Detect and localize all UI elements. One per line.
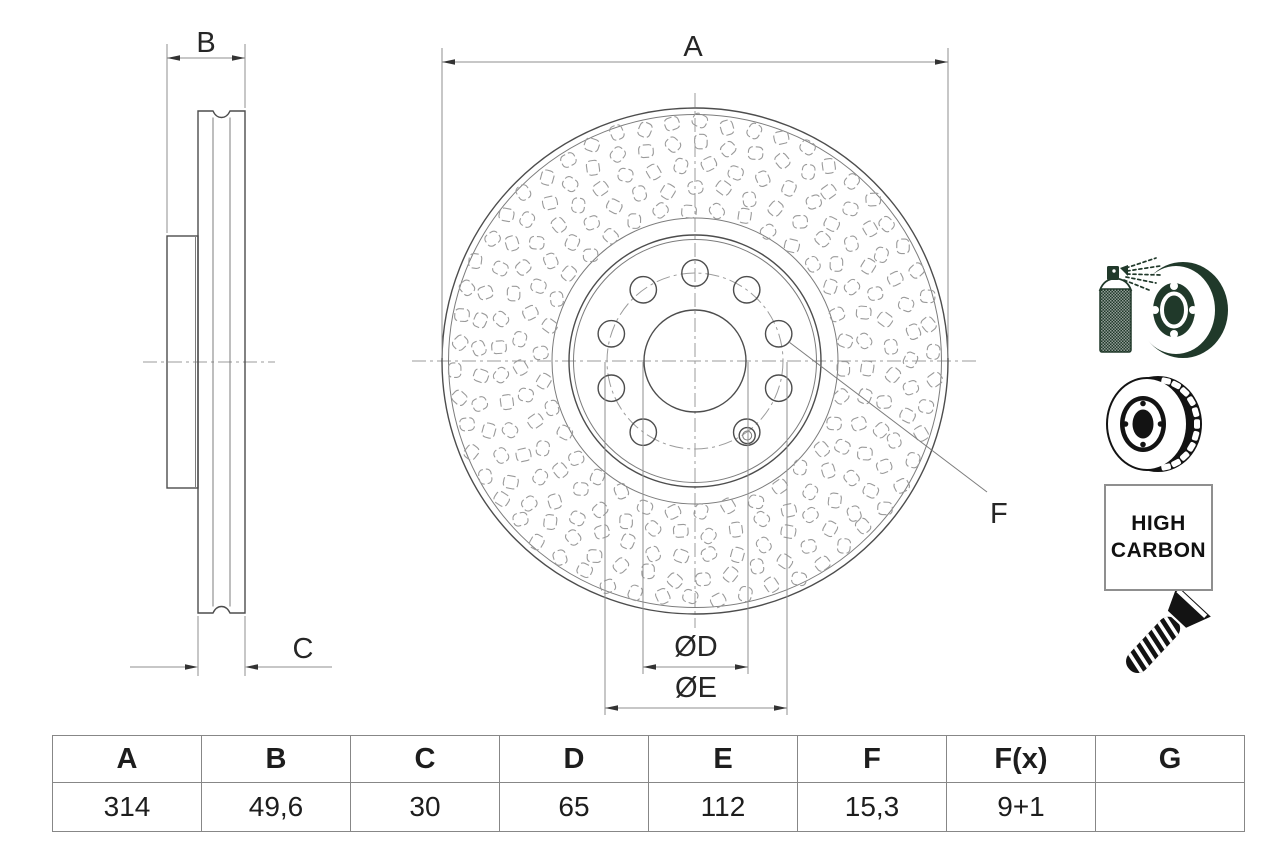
hub-bore: [1132, 409, 1154, 439]
table-header-cell: B: [201, 735, 351, 783]
table-header-cell: F(x): [946, 735, 1096, 783]
hat-inner-circle: [573, 239, 817, 483]
high-carbon-line1: HIGH: [1131, 512, 1186, 536]
dimension-b: B: [166, 27, 246, 233]
dimension-oe: ØE: [604, 362, 788, 715]
dimple-pattern: [447, 112, 944, 609]
side-view: [143, 110, 275, 614]
table-header-cell: F: [797, 735, 947, 783]
high-carbon-line2: CARBON: [1110, 538, 1207, 562]
coated-disc-hub: [1153, 283, 1195, 337]
label-f: F: [990, 498, 1008, 530]
center-bore-circle: [643, 309, 747, 413]
screw-threads: [1126, 613, 1181, 677]
spray-can-coated-disc-icon: [1098, 257, 1228, 358]
table-header-cell: G: [1095, 735, 1245, 783]
table-value-cell: 112: [648, 782, 798, 832]
label-b: B: [196, 27, 215, 59]
table-header-cell: A: [52, 735, 202, 783]
hub-profile: [166, 235, 199, 489]
table-value-cell: 9+1: [946, 782, 1096, 832]
hat-circle: [568, 234, 822, 488]
friction-ring-profile: [197, 110, 246, 614]
table-value-cell: 15,3: [797, 782, 947, 832]
table-header-cell: E: [648, 735, 798, 783]
dimension-a: A: [441, 31, 949, 358]
table-value-cell: 65: [499, 782, 649, 832]
friction-inner-circle: [551, 217, 839, 505]
table-value-cell: 314: [52, 782, 202, 832]
vented-brake-disc-icon: [1106, 376, 1202, 472]
can-nozzle: [1107, 266, 1119, 280]
spray-lines: [1123, 257, 1161, 291]
label-a: A: [683, 31, 703, 63]
leader-f: F: [788, 341, 1008, 530]
table-value-cell: [1095, 782, 1245, 832]
front-view: [412, 93, 978, 628]
table-header-cell: D: [499, 735, 649, 783]
label-od: ØD: [674, 631, 718, 663]
vent-slots: [1161, 377, 1200, 471]
dimension-od: ØD: [642, 362, 749, 674]
can-body: [1099, 288, 1132, 353]
high-carbon-badge: HIGH CARBON: [1104, 484, 1213, 591]
dimension-c: C: [130, 616, 332, 676]
bolt-circle: [606, 272, 784, 450]
table-value-cell: 30: [350, 782, 500, 832]
countersunk-screw-icon: [1126, 585, 1211, 677]
label-c: C: [293, 633, 314, 665]
label-oe: ØE: [675, 672, 717, 704]
table-value-cell: 49,6: [201, 782, 351, 832]
screw-slot: [1176, 588, 1208, 618]
table-header-cell: C: [350, 735, 500, 783]
screw-head: [1167, 585, 1211, 629]
outer-diameter-circle: [441, 107, 949, 615]
